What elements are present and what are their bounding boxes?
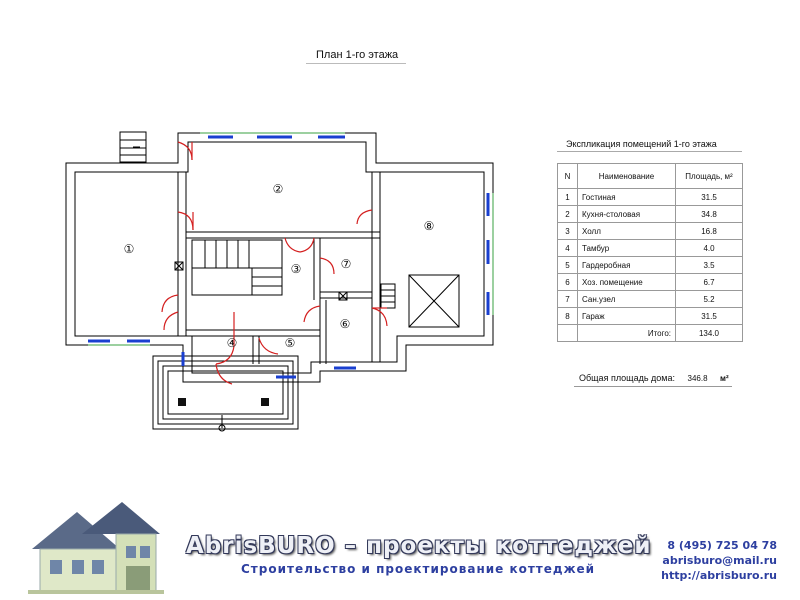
header-name: Наименование (577, 163, 676, 189)
row-n: 1 (557, 188, 578, 206)
row-name: Кухня-столовая (577, 205, 676, 223)
room-number-8: ⑧ (424, 219, 435, 233)
outer-wall-inner (74, 141, 485, 374)
phone-number[interactable]: 8 (495) 725 04 78 (667, 539, 777, 552)
house-area-underline (574, 386, 732, 387)
plan-title-underline (306, 63, 406, 64)
table-row: 5 Гардеробная 3.5 (557, 256, 743, 274)
window-sill (88, 132, 494, 346)
garage-steps (380, 283, 396, 309)
plan-title: План 1-го этажа (316, 49, 399, 61)
row-area: 3.5 (675, 256, 743, 274)
house-area-label: Общая площадь дома: (579, 373, 675, 383)
porch-pillar (178, 398, 186, 406)
contacts: 8 (495) 725 04 78 abrisburo@mail.ru http… (661, 538, 777, 583)
brand-title: AbrisBURO – проекты коттеджей (186, 533, 652, 559)
row-n: 7 (557, 290, 578, 308)
row-name: Гостиная (577, 188, 676, 206)
porch (152, 355, 299, 430)
table-header: N Наименование Площадь, м² (557, 163, 743, 189)
house-logo-icon (28, 502, 164, 594)
table-row: 3 Холл 16.8 (557, 222, 743, 240)
fixture-box (174, 261, 184, 271)
row-name: Сан.узел (577, 290, 676, 308)
house-area-value: 346.8 (687, 374, 708, 383)
table-row: 4 Тамбур 4.0 (557, 239, 743, 257)
row-n: 3 (557, 222, 578, 240)
header-n: N (557, 163, 578, 189)
house-area-unit: м² (720, 374, 729, 383)
fixture-box (338, 291, 348, 301)
total-value: 134.0 (675, 324, 743, 342)
table-row: 1 Гостиная 31.5 (557, 188, 743, 206)
explication-table: N Наименование Площадь, м² 1 Гостиная 31… (557, 163, 743, 342)
row-area: 4.0 (675, 239, 743, 257)
house-area: Общая площадь дома: 346.8 м² (579, 373, 729, 383)
brand-subtitle: Строительство и проектирование коттеджей (241, 562, 596, 576)
table-row: 7 Сан.узел 5.2 (557, 290, 743, 308)
door-swing-icon (161, 141, 388, 385)
row-name: Гараж (577, 307, 676, 325)
porch-pillar (261, 398, 269, 406)
total-label: Итого: (577, 324, 676, 342)
row-area: 34.8 (675, 205, 743, 223)
row-area: 16.8 (675, 222, 743, 240)
table-row: 8 Гараж 31.5 (557, 307, 743, 325)
door-leaf (191, 142, 387, 346)
window-icon (88, 135, 490, 379)
row-area: 6.7 (675, 273, 743, 291)
row-n: 5 (557, 256, 578, 274)
row-area: 31.5 (675, 307, 743, 325)
table-row: 2 Кухня-столовая 34.8 (557, 205, 743, 223)
rear-steps (119, 131, 147, 163)
room-number-7: ⑦ (341, 257, 352, 271)
table-total-row: Итого: 134.0 (557, 324, 743, 342)
explication-title: Экспликация помещений 1-го этажа (566, 139, 717, 149)
row-name: Хоз. помещение (577, 273, 676, 291)
room-number-3: ③ (291, 262, 302, 276)
stairs-icon (191, 239, 283, 296)
room-number-1: ① (124, 242, 135, 256)
header-area: Площадь, м² (675, 163, 743, 189)
row-name: Холл (577, 222, 676, 240)
row-area: 31.5 (675, 188, 743, 206)
table-row: 6 Хоз. помещение 6.7 (557, 273, 743, 291)
room-number-4: ④ (227, 336, 238, 350)
row-name: Гардеробная (577, 256, 676, 274)
room-number-6: ⑥ (340, 317, 351, 331)
row-name: Тамбур (577, 239, 676, 257)
garage-door-icon (408, 274, 460, 328)
website-link[interactable]: http://abrisburo.ru (661, 569, 777, 582)
email-link[interactable]: abrisburo@mail.ru (662, 554, 777, 567)
row-n: 8 (557, 307, 578, 325)
row-n: 2 (557, 205, 578, 223)
row-area: 5.2 (675, 290, 743, 308)
room-number-2: ② (273, 182, 284, 196)
row-n: 4 (557, 239, 578, 257)
row-n: 6 (557, 273, 578, 291)
room-number-5: ⑤ (285, 336, 296, 350)
explication-title-underline (557, 151, 742, 152)
